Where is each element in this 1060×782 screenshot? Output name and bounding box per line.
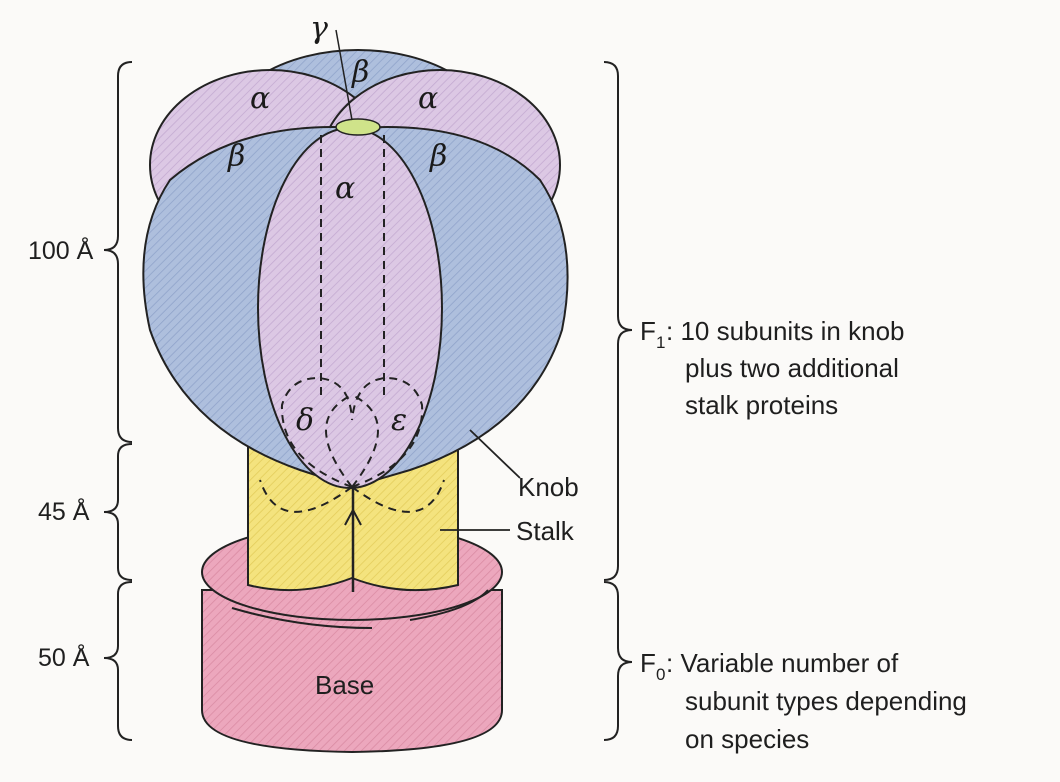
f0-description: F 0 : Variable number of subunit types d… (640, 648, 967, 754)
stalk-label: Stalk (516, 516, 575, 546)
knob-dimension-brace (104, 62, 132, 442)
f0-line-3: on species (685, 724, 809, 754)
f1-brace (604, 62, 632, 580)
delta-label: δ (296, 403, 314, 438)
f0-letter: F (640, 648, 656, 678)
f0-brace (604, 582, 632, 740)
f1-line-1: : 10 subunits in knob (666, 316, 905, 346)
alpha-center-label: α (335, 171, 355, 206)
f1-subscript: 1 (656, 333, 665, 352)
base-label: Base (315, 670, 374, 700)
base-dimension-label: 50 Å (38, 642, 90, 672)
f1-line-3: stalk proteins (685, 390, 838, 420)
f1-letter: F (640, 316, 656, 346)
f0-subscript: 0 (656, 665, 665, 684)
f0-line-1: : Variable number of (666, 648, 899, 678)
gamma-label: γ (310, 11, 328, 46)
epsilon-label: ε (391, 403, 407, 438)
knob-dimension-label: 100 Å (28, 235, 94, 265)
f0-line-2: subunit types depending (685, 686, 967, 716)
component-braces (604, 62, 632, 740)
knob-label: Knob (518, 472, 579, 502)
f1-description: F 1 : 10 subunits in knob plus two addit… (640, 316, 905, 420)
stalk-dimension-brace (104, 444, 132, 580)
beta-top-label: β (351, 55, 369, 90)
alpha-right-label: α (418, 81, 438, 116)
alpha-left-label: α (250, 81, 270, 116)
gamma-subunit (336, 119, 380, 135)
base-dimension-brace (104, 582, 132, 740)
beta-right-label: β (429, 139, 447, 174)
knob (143, 30, 567, 512)
f1-line-2: plus two additional (685, 353, 899, 383)
stalk-dimension-label: 45 Å (38, 496, 90, 526)
dimension-braces: 100 Å 45 Å 50 Å (28, 62, 132, 740)
beta-left-label: β (227, 139, 245, 174)
